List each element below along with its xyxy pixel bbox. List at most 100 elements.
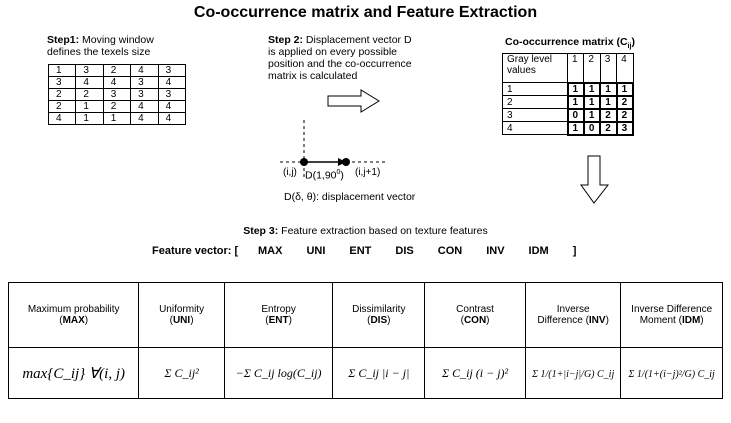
texel-cell: 4 [157, 76, 187, 89]
co-matrix-cell: 0 [566, 107, 585, 123]
co-matrix-cell: 1 [566, 94, 585, 110]
step3-line: Feature extraction based on texture feat… [278, 225, 488, 237]
feature-formula-max: max{C_ij} ∀(i, j) [7, 347, 140, 399]
step3-text: Step 3: Feature extraction based on text… [0, 225, 731, 237]
feature-vector-item: CON [437, 245, 463, 257]
texel-cell: 3 [130, 76, 159, 89]
feature-formula-uni: Σ C_ij² [138, 347, 225, 399]
step3-heading: Step 3: [243, 225, 279, 237]
feature-name-max: Maximum probability(MAX) [7, 282, 140, 348]
formula-text: max{C_ij} ∀(i, j) [22, 365, 126, 382]
texel-cell: 4 [102, 76, 132, 89]
page-title: Co-occurrence matrix and Feature Extract… [193, 4, 538, 21]
formula-text: Σ 1/(1+(i−j)²/G) C_ij [628, 368, 715, 380]
formula-text: −Σ C_ij log(C_ij) [235, 365, 322, 380]
texel-cell: 3 [102, 88, 132, 101]
feature-name-dis: Dissimilarity(DIS) [332, 282, 426, 348]
label-d-close: ) [340, 169, 344, 182]
feature-name-text: Inverse Difference [631, 304, 713, 315]
feature-vector-item: UNI [306, 245, 326, 257]
label-d-text: D(1,90 [305, 169, 337, 182]
co-matrix-row-label: 4 [502, 121, 568, 135]
step1-line2: defines the texels size [47, 46, 151, 58]
texel-cell: 2 [47, 100, 77, 113]
co-matrix-cell: 1 [582, 94, 602, 110]
feature-vector-item: ENT [349, 245, 372, 257]
feature-formula-inv: Σ 1/(1+|i−j|/G) C_ij [524, 347, 622, 399]
label-d-degree: 0 [336, 169, 341, 176]
feature-formula-ent: −Σ C_ij log(C_ij) [223, 347, 334, 399]
texel-cell: 2 [75, 88, 104, 101]
step2-line2: is applied on every possible [268, 46, 397, 58]
feature-formula-con: Σ C_ij (i − j)² [424, 347, 526, 399]
texel-cell: 4 [75, 76, 104, 89]
feature-formula-idm: Σ 1/(1+(i−j)²/G) C_ij [620, 347, 723, 399]
co-matrix-cell: 1 [582, 107, 602, 123]
co-matrix-corner: Gray level values [502, 53, 568, 83]
co-matrix-cell: 0 [582, 120, 602, 136]
step2-line4: matrix is calculated [268, 70, 358, 82]
displacement-diagram [280, 120, 388, 180]
formula-text: Σ C_ij (i − j)² [441, 365, 509, 380]
texel-cell: 3 [75, 64, 104, 77]
co-matrix-col-header: 2 [583, 53, 601, 83]
co-matrix-col-header: 4 [616, 53, 634, 83]
co-matrix-cell: 2 [615, 107, 635, 123]
feature-abbr: DIS [370, 315, 388, 326]
feature-name-text: Entropy [261, 304, 296, 315]
co-matrix-title-text: Co-occurrence matrix (C [505, 36, 628, 48]
feature-vector-label: Feature vector: [ [152, 245, 239, 257]
step1-text: Step1: Moving window defines the texels … [47, 34, 154, 58]
step2-text: Step 2: Displacement vector D is applied… [268, 34, 412, 82]
co-matrix-row-label: 2 [502, 95, 568, 109]
texel-cell: 4 [157, 112, 187, 125]
co-matrix-col-header: 3 [599, 53, 618, 83]
texel-cell: 4 [130, 64, 159, 77]
feature-name-uni: Uniformity(UNI) [138, 282, 225, 348]
feature-name-text-2: Moment [639, 315, 676, 326]
feature-vector-item: MAX [258, 245, 283, 257]
step1-line1: Moving window [79, 34, 154, 46]
texel-cell: 3 [157, 88, 187, 101]
co-matrix-cell: 1 [582, 81, 602, 97]
texel-cell: 2 [102, 64, 132, 77]
texel-cell: 1 [75, 112, 104, 125]
feature-name-ent: Entropy(ENT) [223, 282, 334, 348]
co-matrix-cell: 1 [566, 120, 585, 136]
label-ij1: (i,j+1) [355, 167, 381, 178]
texel-cell: 4 [47, 112, 77, 125]
label-ij: (i,j) [283, 167, 297, 178]
co-matrix-cell: 1 [566, 81, 585, 97]
feature-header-row: Maximum probability(MAX)Uniformity(UNI)E… [7, 282, 723, 348]
feature-name-text: Maximum probability [27, 304, 120, 315]
texel-cell: 1 [47, 64, 77, 77]
right-arrow-icon [327, 89, 380, 113]
co-matrix-cell: 2 [615, 94, 635, 110]
step1-heading: Step1: [47, 34, 80, 46]
feature-table: Maximum probability(MAX)Uniformity(UNI)E… [7, 282, 723, 399]
feature-abbr: UNI [172, 315, 191, 326]
feature-vector-item: IDM [528, 245, 549, 257]
down-arrow-icon [580, 155, 610, 204]
label-d: D(1,900) [305, 169, 344, 182]
texel-cell: 3 [47, 76, 77, 89]
feature-vector-item: INV [486, 245, 505, 257]
feature-name-text: Uniformity [159, 304, 205, 315]
feature-abbr: INV [588, 315, 606, 326]
formula-text: Σ C_ij² [164, 365, 199, 380]
texel-cell: 2 [102, 100, 132, 113]
formula-text: Σ 1/(1+|i−j|/G) C_ij [532, 368, 615, 380]
co-matrix-cell: 2 [599, 107, 618, 123]
displacement-caption: D(δ, θ): displacement vector [284, 191, 416, 203]
feature-abbr: IDM [681, 315, 701, 326]
co-matrix-row-label: 1 [502, 82, 568, 96]
